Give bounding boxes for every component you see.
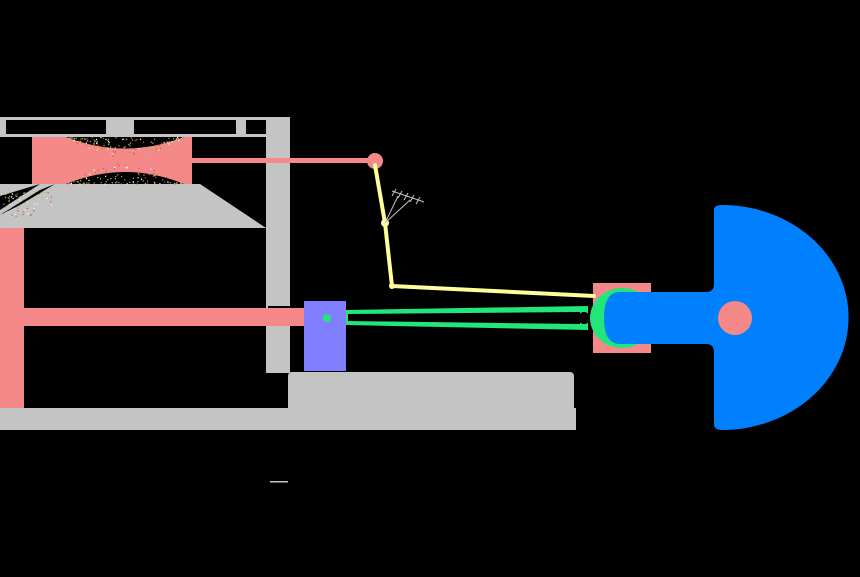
piston — [0, 228, 24, 408]
crosshead — [304, 301, 346, 371]
valve-chest — [0, 137, 192, 217]
crank-pin — [718, 301, 752, 335]
fixed-pivot-symbol — [384, 188, 425, 224]
piston-rod — [24, 308, 306, 326]
steam-speckle — [3, 137, 183, 217]
crosshead-pin — [323, 314, 331, 322]
valve-linkage — [373, 163, 596, 298]
connecting-rod — [346, 306, 590, 330]
valve-rod — [192, 158, 374, 163]
linkage-joint — [389, 283, 395, 289]
dash-marker — [270, 481, 288, 483]
flywheel — [604, 205, 849, 430]
valve-rod-end — [367, 153, 383, 169]
